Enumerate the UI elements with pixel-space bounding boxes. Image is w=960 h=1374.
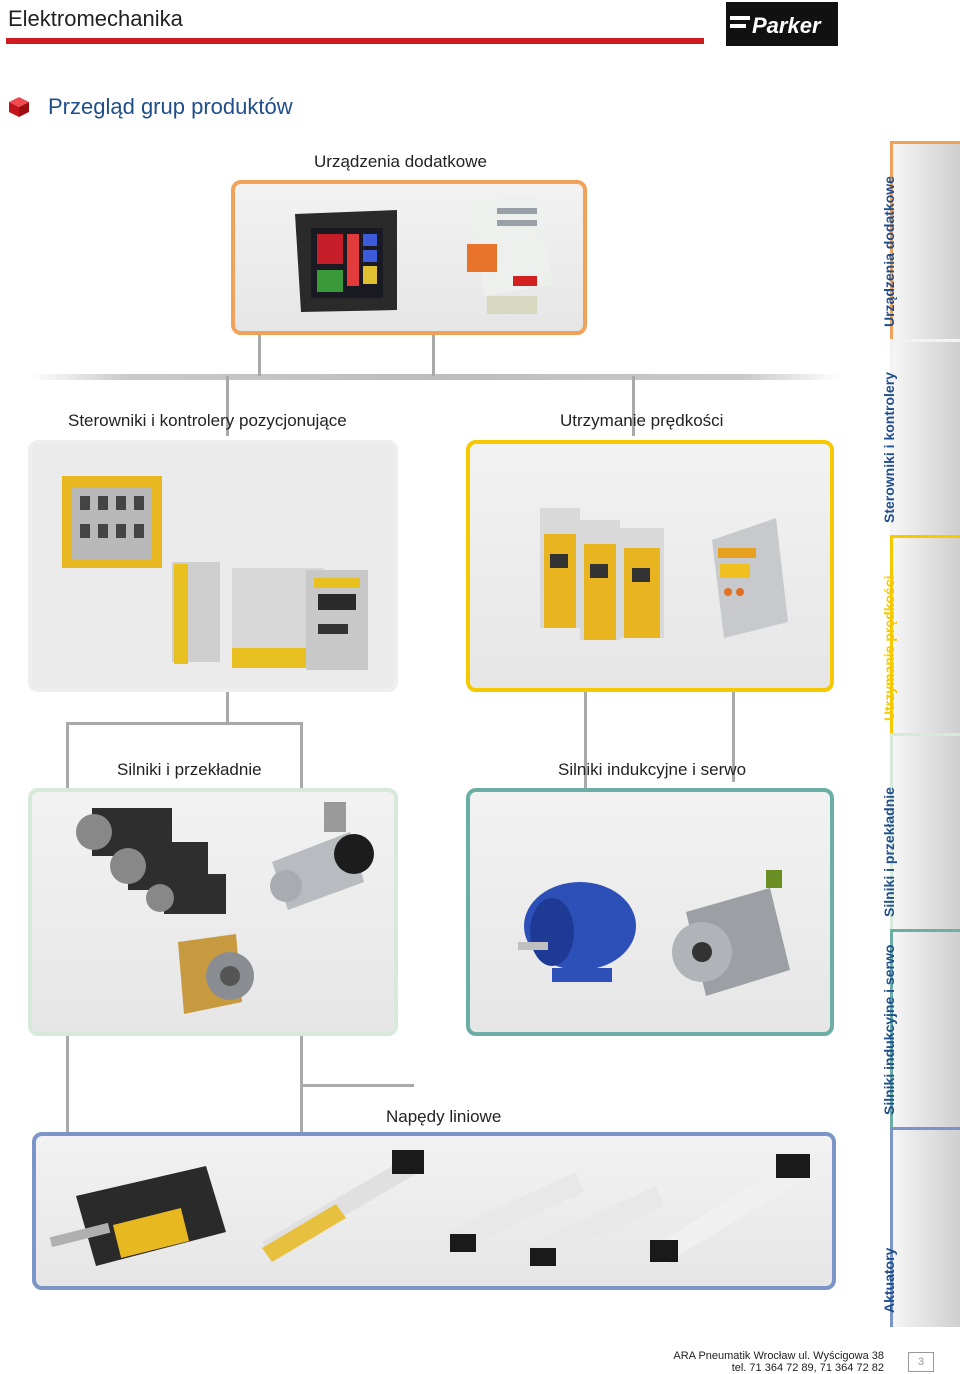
side-tab-label: Silniki i przekładnie	[881, 787, 897, 917]
side-tab-controllers[interactable]: Sterowniki i kontrolery	[881, 339, 960, 537]
controllers-products-image	[62, 476, 368, 670]
horizontal-divider	[30, 374, 840, 380]
servo-motors-image	[518, 870, 790, 996]
parker-logo-text: Parker	[752, 13, 822, 38]
connector-line	[584, 662, 587, 866]
connector-line	[66, 722, 302, 725]
connector-line	[732, 662, 735, 782]
gearmotors-image	[76, 802, 374, 1014]
linear-actuators-image	[49, 1150, 810, 1266]
header-red-bar	[6, 38, 704, 44]
group-label-speed: Utrzymanie prędkości	[560, 411, 724, 430]
side-tab-label: Urządzenia dodatkowe	[881, 176, 897, 327]
group-label-accessories: Urządzenia dodatkowe	[314, 152, 487, 171]
side-tab-actuators[interactable]: Aktuatory	[881, 1127, 960, 1327]
group-box-accessories	[231, 180, 587, 335]
side-tab-label: Aktuatory	[881, 1247, 897, 1313]
side-tab-label: Sterowniki i kontrolery	[881, 372, 897, 523]
group-label-controllers: Sterowniki i kontrolery pozycjonujące	[68, 411, 347, 430]
accessories-products-image	[295, 194, 553, 314]
connector-line	[226, 376, 229, 436]
speed-drives-image	[540, 508, 788, 640]
side-tab-label: Utrzymanie prędkości	[881, 575, 897, 722]
side-tab-label: Silniki indukcyjne i serwo	[881, 944, 897, 1115]
side-tab-gearmotors[interactable]: Silniki i przekładnie	[881, 733, 960, 931]
group-box-gearmotors	[28, 788, 398, 1036]
group-label-gearmotors: Silniki i przekładnie	[117, 760, 262, 779]
group-box-linear	[32, 1132, 836, 1290]
side-tab-speed[interactable]: Utrzymanie prędkości	[881, 535, 960, 735]
connector-line	[300, 1084, 414, 1087]
group-box-controllers	[28, 440, 398, 692]
connector-line	[632, 376, 635, 436]
parker-logo: Parker	[726, 2, 838, 46]
group-box-speed	[466, 440, 834, 692]
red-cube-icon	[8, 96, 30, 118]
footer-address: ARA Pneumatik Wrocław ul. Wyścigowa 38	[673, 1350, 884, 1362]
side-tab-servo[interactable]: Silniki indukcyjne i serwo	[881, 929, 960, 1129]
page-number: 3	[908, 1352, 934, 1372]
side-tab-accessories[interactable]: Urządzenia dodatkowe	[881, 141, 960, 341]
section-title: Przegląd grup produktów	[48, 94, 293, 119]
header-title: Elektromechanika	[8, 6, 183, 31]
footer-phone: tel. 71 364 72 89, 71 364 72 82	[731, 1362, 884, 1374]
group-label-servo: Silniki indukcyjne i serwo	[558, 760, 747, 779]
group-box-servo	[466, 788, 834, 1036]
group-label-linear: Napędy liniowe	[386, 1107, 502, 1126]
connector-line	[226, 690, 229, 724]
